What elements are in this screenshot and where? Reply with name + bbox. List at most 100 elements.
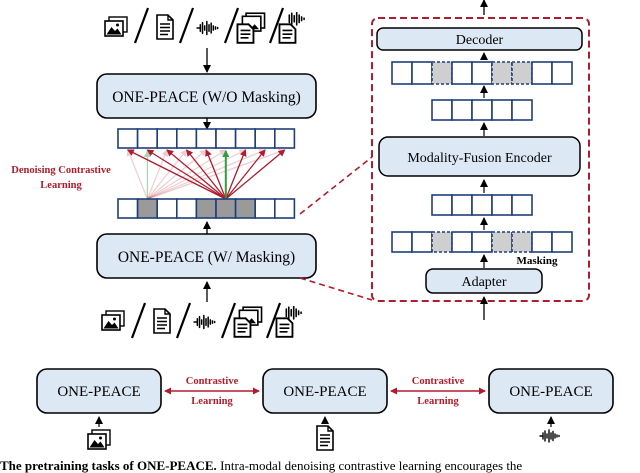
masked-token <box>195 198 217 219</box>
negative-arrow <box>225 149 266 200</box>
adapter-label: Adapter <box>461 275 506 290</box>
modality-fusion-encoder-box <box>378 136 581 177</box>
token <box>471 61 493 85</box>
zoom-connector-bottom <box>299 277 373 301</box>
bottom-center-encoder-label: ONE-PEACE <box>283 384 366 400</box>
token <box>195 128 217 149</box>
masked-token <box>491 231 513 253</box>
figure-caption: The pretraining tasks of ONE-PEACE. Intr… <box>0 458 640 473</box>
caption-text: Intra-modal denoising contrastive learni… <box>216 458 523 473</box>
bottom-right-encoder-label: ONE-PEACE <box>509 384 592 400</box>
contrastive-label-right-line2: Learning <box>417 396 459 407</box>
masked-token <box>234 198 257 219</box>
token <box>491 194 513 216</box>
fusion-input-token-row <box>431 194 533 216</box>
caption-bold: The pretraining tasks of ONE-PEACE. <box>0 458 217 473</box>
image-text-pair-icon <box>233 306 263 338</box>
token <box>451 231 473 253</box>
token <box>511 194 533 216</box>
lower-encoder-box <box>96 233 317 279</box>
top-input-icons <box>104 7 306 44</box>
modality-fusion-encoder-label: Modality-Fusion Encoder <box>407 151 552 166</box>
separator-slash <box>130 302 147 339</box>
token <box>391 231 413 253</box>
upper-encoder-label: ONE-PEACE (W/O Masking) <box>112 89 301 106</box>
negative-arrow <box>126 149 227 200</box>
token <box>176 198 198 219</box>
faint-negative-arrow <box>146 149 188 200</box>
audio-wave-icon <box>193 314 216 330</box>
token <box>491 99 513 121</box>
token <box>156 128 178 149</box>
token <box>551 231 573 253</box>
token <box>531 231 553 253</box>
image-text-pair-icon <box>236 12 266 44</box>
bottom-center-encoder-box <box>262 368 388 414</box>
bottom-left-encoder-label: ONE-PEACE <box>57 384 140 400</box>
separator-slash <box>223 7 240 44</box>
negative-arrow <box>166 149 227 200</box>
negative-arrow <box>205 149 227 200</box>
masked-token <box>491 61 513 85</box>
upper-token-row <box>117 128 296 149</box>
masked-token <box>511 61 533 85</box>
token <box>471 194 493 216</box>
token <box>156 198 178 219</box>
token <box>431 99 453 121</box>
zoom-connector-top <box>299 156 373 215</box>
contrastive-label-left-line2: Learning <box>191 396 233 407</box>
token <box>234 128 257 149</box>
token <box>176 128 198 149</box>
separator-slash <box>265 302 282 339</box>
token <box>117 198 139 219</box>
token <box>551 61 573 85</box>
token <box>511 99 533 121</box>
denoising-arrows <box>126 148 286 200</box>
masked-token <box>431 61 453 85</box>
separator-slash <box>220 302 237 339</box>
masked-token-row <box>391 231 573 253</box>
token <box>451 61 473 85</box>
masked-token <box>511 231 533 253</box>
token <box>273 128 296 149</box>
token <box>431 194 453 216</box>
document-icon <box>156 14 174 40</box>
token <box>391 61 413 85</box>
token <box>531 61 553 85</box>
decoder-box <box>376 27 583 51</box>
document-icon <box>316 425 334 451</box>
token <box>451 194 473 216</box>
token <box>411 61 433 85</box>
faint-negative-arrow <box>146 149 169 200</box>
denoising-label-line2: Learning <box>40 180 82 191</box>
document-icon <box>153 308 171 334</box>
bottom-left-encoder-box <box>36 368 162 414</box>
faint-negative-arrow <box>126 149 148 200</box>
masked-token <box>431 231 453 253</box>
image-icon <box>104 16 128 37</box>
separator-slash <box>175 302 192 339</box>
audio-text-pair-icon <box>275 306 303 338</box>
bottom-right-encoder-box <box>488 368 614 414</box>
masked-token <box>215 198 237 219</box>
contrastive-label-right-line1: Contrastive <box>412 376 465 387</box>
negative-arrow <box>185 149 227 200</box>
denoising-label-line1: Denoising Contrastive <box>11 165 111 176</box>
fusion-output-token-row <box>431 99 533 121</box>
negative-arrow <box>225 149 247 200</box>
contrastive-label-left-line1: Contrastive <box>186 376 239 387</box>
audio-text-pair-icon <box>278 12 306 44</box>
lower-input-icons <box>101 302 303 339</box>
decoder-label: Decoder <box>456 33 504 48</box>
decoder-input-token-row <box>391 61 573 85</box>
audio-wave-icon <box>196 20 219 36</box>
lower-token-row <box>117 198 296 219</box>
negative-arrow <box>225 149 286 200</box>
separator-slash <box>268 7 285 44</box>
token <box>471 231 493 253</box>
masked-token <box>136 198 159 219</box>
lower-encoder-label: ONE-PEACE (W/ Masking) <box>118 249 295 266</box>
token <box>215 128 237 149</box>
adapter-box <box>425 268 543 294</box>
